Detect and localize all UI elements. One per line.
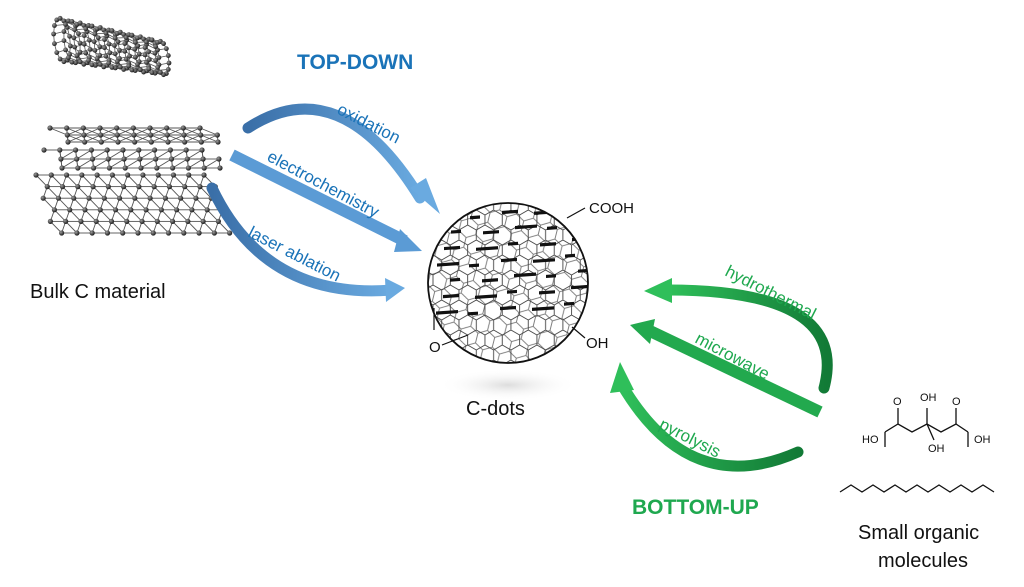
nanotube-icon [51,15,172,78]
electrochemistry-arrow [229,149,408,247]
molecules-label-line1: Small organic [858,522,979,544]
pyrolysis-arrowhead [610,362,634,393]
molecule-oh-right: OH [974,434,991,446]
oxidation-arrowhead [410,178,440,214]
pyrolysis-arrow [616,379,804,472]
molecule-o-left: O [893,396,902,408]
bulk-material-label: Bulk C material [30,281,166,303]
hydrothermal-arrow [662,284,833,394]
microwave-arrow [647,325,823,418]
top-down-title: TOP-DOWN [297,51,413,74]
bottom-up-arrows [610,278,833,472]
laser-ablation-arrow [206,182,398,297]
cdot-shadow [438,369,578,401]
molecule-ho-left: HO [862,434,879,446]
citric-acid-structure [884,408,969,447]
o-group-label: O [429,339,441,356]
molecule-oh-top: OH [920,392,937,404]
cooh-group-label: COOH [589,200,634,217]
cdot-particle [427,202,589,364]
graphene-sheets-icon [33,125,233,236]
bottom-up-title: BOTTOM-UP [632,496,759,519]
microwave-arrowhead [630,319,655,344]
hydrothermal-arrowhead [644,278,672,303]
oh-group-label: OH [586,335,609,352]
molecules-label-line2: molecules [878,550,968,572]
top-down-arrows [206,103,440,302]
bulk-carbon-illustration [33,15,233,236]
molecule-o-right: O [952,396,961,408]
laser-ablation-arrowhead [385,278,405,302]
alkane-chain-icon [839,484,995,493]
oxidation-arrow [242,103,426,204]
cdots-label: C-dots [466,398,525,420]
electrochemistry-arrowhead [394,229,422,252]
molecule-oh-bottom: OH [928,443,945,455]
